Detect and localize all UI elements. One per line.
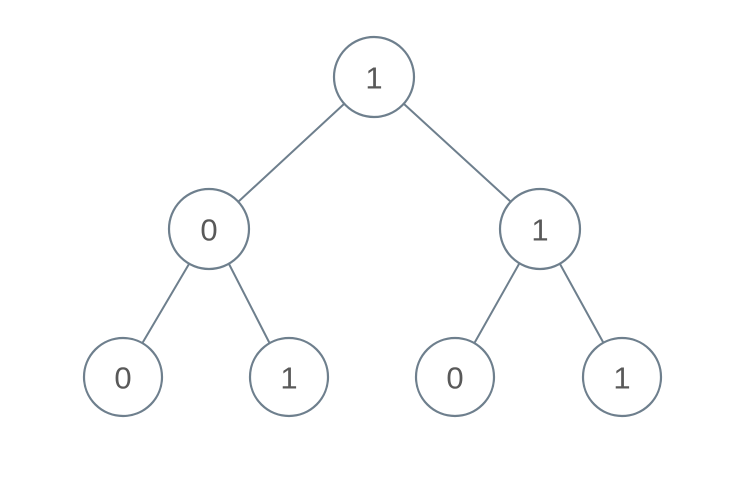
tree-edges-group (142, 103, 604, 343)
tree-node-n-lr[interactable]: 1 (248, 336, 330, 418)
node-circle-n-lr[interactable] (248, 336, 330, 418)
edge-l-left (142, 263, 190, 343)
node-circle-n-l[interactable] (167, 187, 251, 271)
tree-node-n-rr[interactable]: 1 (581, 336, 663, 418)
node-circle-n-ll[interactable] (82, 336, 164, 418)
node-circle-n-r[interactable] (498, 187, 582, 271)
tree-node-root[interactable]: 1 (332, 35, 416, 119)
edge-root-left (237, 103, 345, 203)
tree-node-n-rl[interactable]: 0 (414, 336, 496, 418)
tree-node-n-ll[interactable]: 0 (82, 336, 164, 418)
node-label-n-rr: 1 (613, 361, 630, 396)
tree-node-n-r[interactable]: 1 (498, 187, 582, 271)
edge-r-right (559, 263, 604, 343)
node-label-n-rl: 0 (446, 361, 463, 396)
node-label-n-r: 1 (531, 213, 548, 248)
edge-root-right (403, 103, 512, 203)
node-label-n-lr: 1 (280, 361, 297, 396)
edge-r-left (474, 263, 520, 343)
node-label-n-ll: 0 (114, 361, 131, 396)
node-label-n-l: 0 (200, 213, 217, 248)
node-circle-n-rl[interactable] (414, 336, 496, 418)
node-label-root: 1 (365, 61, 382, 96)
node-circle-root[interactable] (332, 35, 416, 119)
edge-l-right (228, 263, 270, 343)
node-circle-n-rr[interactable] (581, 336, 663, 418)
tree-node-n-l[interactable]: 0 (167, 187, 251, 271)
tree-nodes-group: 1 0 1 0 1 0 1 (82, 35, 663, 418)
